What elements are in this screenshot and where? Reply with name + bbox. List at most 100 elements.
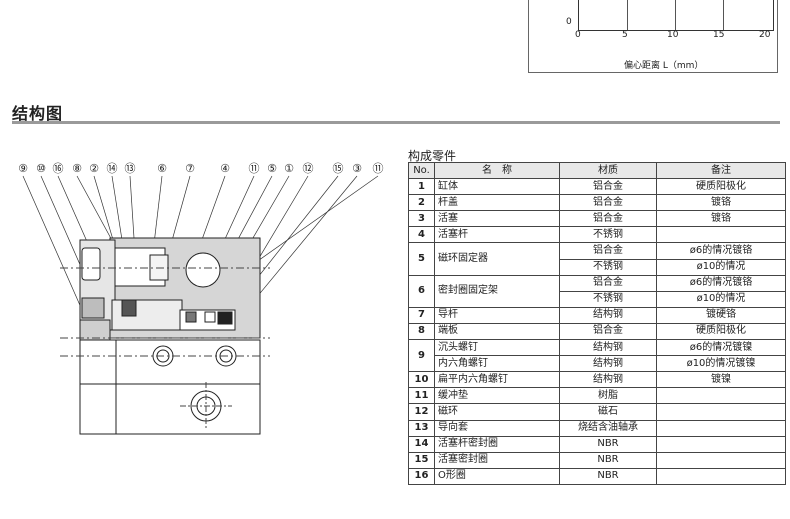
structure-diagram: ⑨ ⑩ ⑯ ⑧ ② ⑭ ⑬ ⑥ ⑦ ④ ⑪ ⑤ ① ⑫ ⑮ ③ ⑪ (18, 162, 384, 435)
table-row: 5 磁环固定器 铝合金 ø6的情况镀铬 (408, 242, 786, 276)
callout-label: ⑨ (18, 162, 28, 175)
part-material: 磁石 (559, 403, 657, 421)
callout-circles: ⑨ ⑩ ⑯ ⑧ ② ⑭ ⑬ ⑥ ⑦ ④ ⑪ ⑤ ① ⑫ ⑮ ③ ⑪ (18, 162, 383, 175)
table-row: 1 缸体 铝合金 硬质阳极化 (408, 178, 786, 196)
part-note: ø10的情况 (656, 290, 786, 308)
y-tick-label: 0 (566, 17, 572, 27)
grid-line (723, 0, 724, 30)
part-no: 13 (408, 419, 435, 437)
part-material: 结构钢 (559, 339, 657, 357)
part-note: ø6的情况镀镍 (656, 339, 786, 357)
part-name: 磁环固定器 (434, 242, 560, 276)
callout-label: ⑤ (267, 162, 277, 175)
part-name: 磁环 (434, 403, 560, 421)
part-material: NBR (559, 467, 657, 485)
table-row: 9 沉头螺钉 结构钢 ø6的情况镀镍 (408, 339, 786, 373)
part-material: 铝合金 (559, 242, 657, 260)
part-name: 活塞 (434, 210, 560, 228)
callout-label: ① (284, 162, 294, 175)
part-name: 活塞密封圈 (434, 451, 560, 469)
part-name: 缓冲垫 (434, 387, 560, 405)
part-name: 导向套 (434, 419, 560, 437)
chart-plot-area (578, 0, 774, 31)
part-note (656, 467, 786, 485)
part-no: 2 (408, 194, 435, 212)
callout-label: ⑭ (107, 162, 118, 175)
part-name: 密封圈固定架 (434, 274, 560, 308)
table-header-row: No. 名 称 材质 备注 (408, 161, 786, 180)
part-name: 内六角螺钉 (434, 355, 560, 373)
part-note: 镀铬 (656, 194, 786, 212)
table-row: 不锈钢 ø10的情况 (409, 258, 786, 276)
part-material: 铝合金 (559, 322, 657, 341)
column-header: 名 称 (434, 161, 560, 180)
x-tick-label: 5 (622, 30, 628, 40)
part-material: 结构钢 (559, 355, 657, 373)
x-tick-label: 10 (667, 30, 679, 40)
part-no: 15 (408, 451, 435, 469)
callout-label: ⑧ (72, 162, 82, 175)
table-row: 12 磁环 磁石 (408, 403, 786, 421)
part-material: NBR (559, 435, 657, 453)
part-name: 缸体 (434, 178, 560, 196)
part-material: 铝合金 (559, 194, 657, 212)
part-name: 活塞杆 (434, 226, 560, 244)
part-note: 镀铬 (656, 210, 786, 228)
table-row: 15 活塞密封圈 NBR (408, 451, 786, 469)
callout-label: ③ (352, 162, 362, 175)
column-header: No. (408, 161, 435, 180)
table-row: 14 活塞杆密封圈 NBR (408, 435, 786, 453)
column-header: 材质 (559, 161, 657, 180)
parts-table: No. 名 称 材质 备注 1 缸体 铝合金 硬质阳极化 2 杆盖 铝合金 镀铬… (408, 161, 786, 485)
part-note (656, 451, 786, 469)
cylinder-body-view (60, 339, 270, 435)
part-no: 4 (408, 226, 435, 244)
callout-label: ⑫ (303, 162, 314, 175)
part-name: O形圈 (434, 467, 560, 485)
part-note: ø6的情况镀铬 (656, 274, 786, 292)
part-name: 导杆 (434, 306, 560, 324)
part-note: 镀镍 (656, 371, 786, 389)
column-header: 备注 (656, 161, 786, 180)
table-row: 13 导向套 烧结含油轴承 (408, 419, 786, 437)
cylinder-section (60, 237, 270, 341)
part-material: 铝合金 (559, 274, 657, 292)
table-row: 10 扁平内六角螺钉 结构钢 镀镍 (408, 371, 786, 389)
callout-label: ⑪ (373, 162, 384, 175)
table-row: 不锈钢 ø10的情况 (409, 290, 786, 308)
part-no: 6 (408, 274, 435, 308)
x-tick-label: 0 (575, 30, 581, 40)
table-row: 内六角螺钉 结构钢 ø10的情况镀镍 (409, 355, 786, 373)
part-no: 14 (408, 435, 435, 453)
table-row: 2 杆盖 铝合金 镀铬 (408, 194, 786, 212)
part-no: 9 (408, 339, 435, 373)
part-name: 活塞杆密封圈 (434, 435, 560, 453)
part-no: 8 (408, 322, 435, 341)
part-note: 硬质阳极化 (656, 322, 786, 341)
callout-label: ② (89, 162, 99, 175)
part-note: 镀硬铬 (656, 306, 786, 324)
part-no: 5 (408, 242, 435, 276)
table-row: 16 O形圈 NBR (408, 467, 786, 485)
part-note (656, 435, 786, 453)
part-name: 杆盖 (434, 194, 560, 212)
part-material: 铝合金 (559, 178, 657, 196)
callout-label: ⑮ (333, 162, 344, 175)
part-material: 结构钢 (559, 371, 657, 389)
part-no: 7 (408, 306, 435, 324)
part-no: 3 (408, 210, 435, 228)
section-title: 结构图 (12, 104, 64, 123)
part-no: 16 (408, 467, 435, 485)
table-row: 6 密封圈固定架 铝合金 ø6的情况镀铬 (408, 274, 786, 308)
part-material: 树脂 (559, 387, 657, 405)
chart-frame (528, 0, 778, 73)
part-no: 11 (408, 387, 435, 405)
part-material: 不锈钢 (559, 258, 657, 276)
table-row: 3 活塞 铝合金 镀铬 (408, 210, 786, 228)
part-name: 端板 (434, 322, 560, 341)
part-note: 硬质阳极化 (656, 178, 786, 196)
part-material: 烧结含油轴承 (559, 419, 657, 437)
part-no: 1 (408, 178, 435, 196)
part-no: 12 (408, 403, 435, 421)
part-note: ø10的情况 (656, 258, 786, 276)
